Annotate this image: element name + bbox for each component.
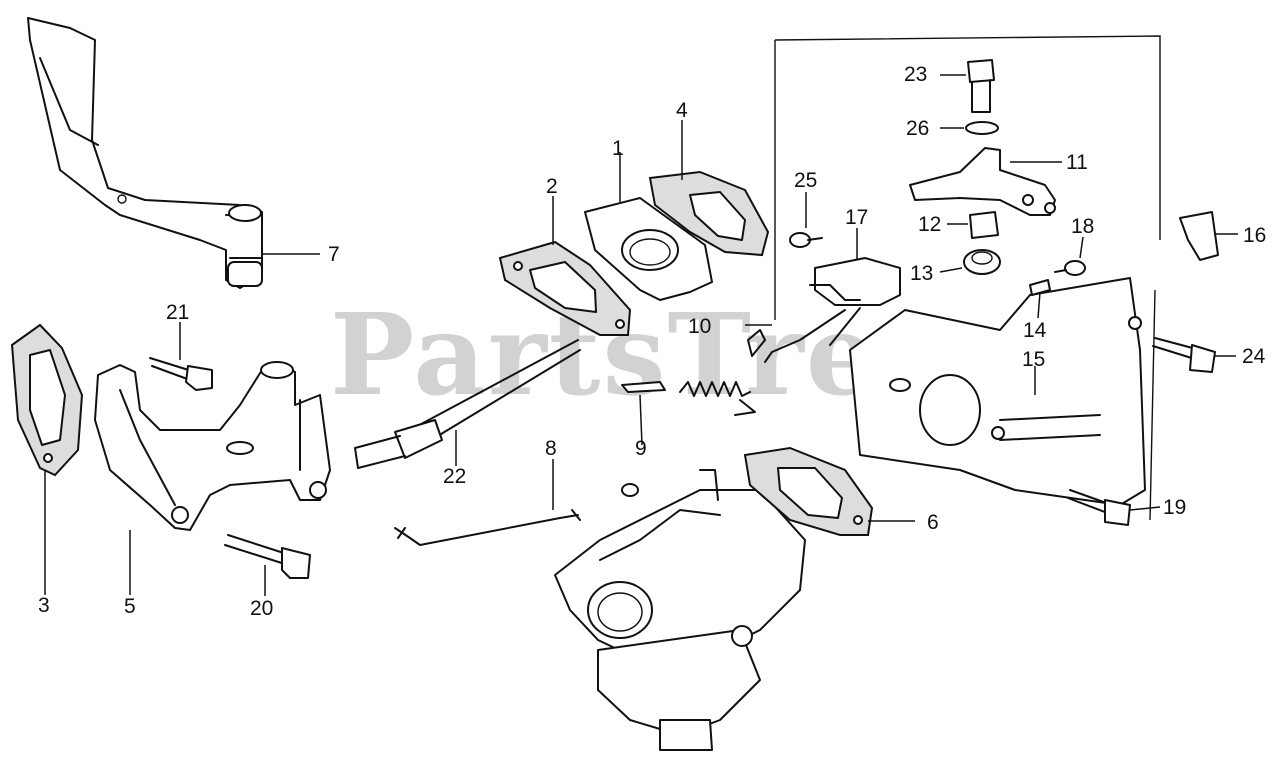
part-15-bracket [849, 277, 1146, 506]
callout-14: 14 [1023, 319, 1047, 342]
part-19-bolt [1067, 489, 1131, 526]
callout-10: 10 [688, 315, 712, 338]
callout-8: 8 [545, 437, 557, 460]
callout-7: 7 [328, 243, 340, 266]
callout-9: 9 [635, 437, 647, 460]
callout-5: 5 [124, 595, 136, 618]
part-7-lever [27, 17, 263, 289]
part-9-spring [621, 381, 756, 416]
part-2-gasket [498, 240, 632, 336]
callout-2: 2 [546, 175, 558, 198]
callout-22: 22 [443, 465, 467, 488]
callout-18: 18 [1071, 215, 1095, 238]
callout-13: 13 [910, 262, 934, 285]
part-13-spring [963, 249, 1001, 275]
callout-16: 16 [1243, 224, 1267, 247]
callout-24: 24 [1242, 345, 1266, 368]
part-26-washer [965, 121, 999, 135]
callout-15: 15 [1022, 348, 1046, 371]
callout-11: 11 [1066, 151, 1088, 174]
callout-12: 12 [918, 213, 942, 236]
callout-23: 23 [904, 63, 928, 86]
callout-3: 3 [38, 594, 50, 617]
part-20-bolt [224, 534, 311, 579]
callout-4: 4 [676, 99, 688, 122]
part-18-screw [1054, 260, 1086, 276]
part-23-bolt [967, 59, 995, 113]
callout-25: 25 [794, 169, 818, 192]
part-24-bolt [1152, 337, 1216, 373]
part-16-clip [1179, 211, 1219, 261]
part-10-lead [747, 329, 766, 357]
callout-6: 6 [927, 511, 939, 534]
part-14-screw [1029, 279, 1051, 296]
part-22-stud [354, 339, 581, 469]
part-25-screw [789, 232, 823, 248]
callout-17: 17 [845, 206, 869, 229]
part-17-switch [764, 257, 901, 363]
watermark: PartsTree [330, 290, 953, 421]
carburetor [554, 469, 806, 751]
part-11-lever-plate [909, 147, 1056, 216]
part-21-bolt [149, 357, 213, 391]
callout-21: 21 [166, 301, 190, 324]
leader-lines [44, 74, 1238, 596]
part-8-rod [394, 509, 581, 546]
part-6-gasket [743, 446, 874, 536]
callout-26: 26 [906, 117, 930, 140]
part-4-gasket [648, 170, 770, 257]
assembly-outline [774, 35, 1161, 521]
callout-19: 19 [1163, 496, 1187, 519]
part-5-manifold [94, 361, 331, 531]
callout-1: 1 [612, 137, 624, 160]
part-12-cap [969, 211, 999, 239]
part-3-gasket [10, 323, 84, 477]
callout-20: 20 [250, 597, 274, 620]
part-1-insulator [584, 197, 713, 301]
